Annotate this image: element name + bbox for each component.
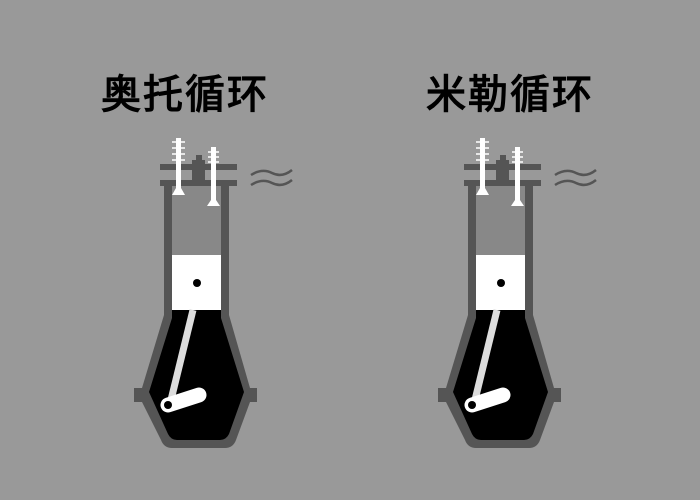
otto-cycle-title: 奥托循环 [101, 72, 269, 118]
miller-engine-diagram [438, 138, 596, 448]
otto-engine-diagram [134, 138, 292, 448]
miller-cycle-title: 米勒循环 [426, 72, 594, 118]
